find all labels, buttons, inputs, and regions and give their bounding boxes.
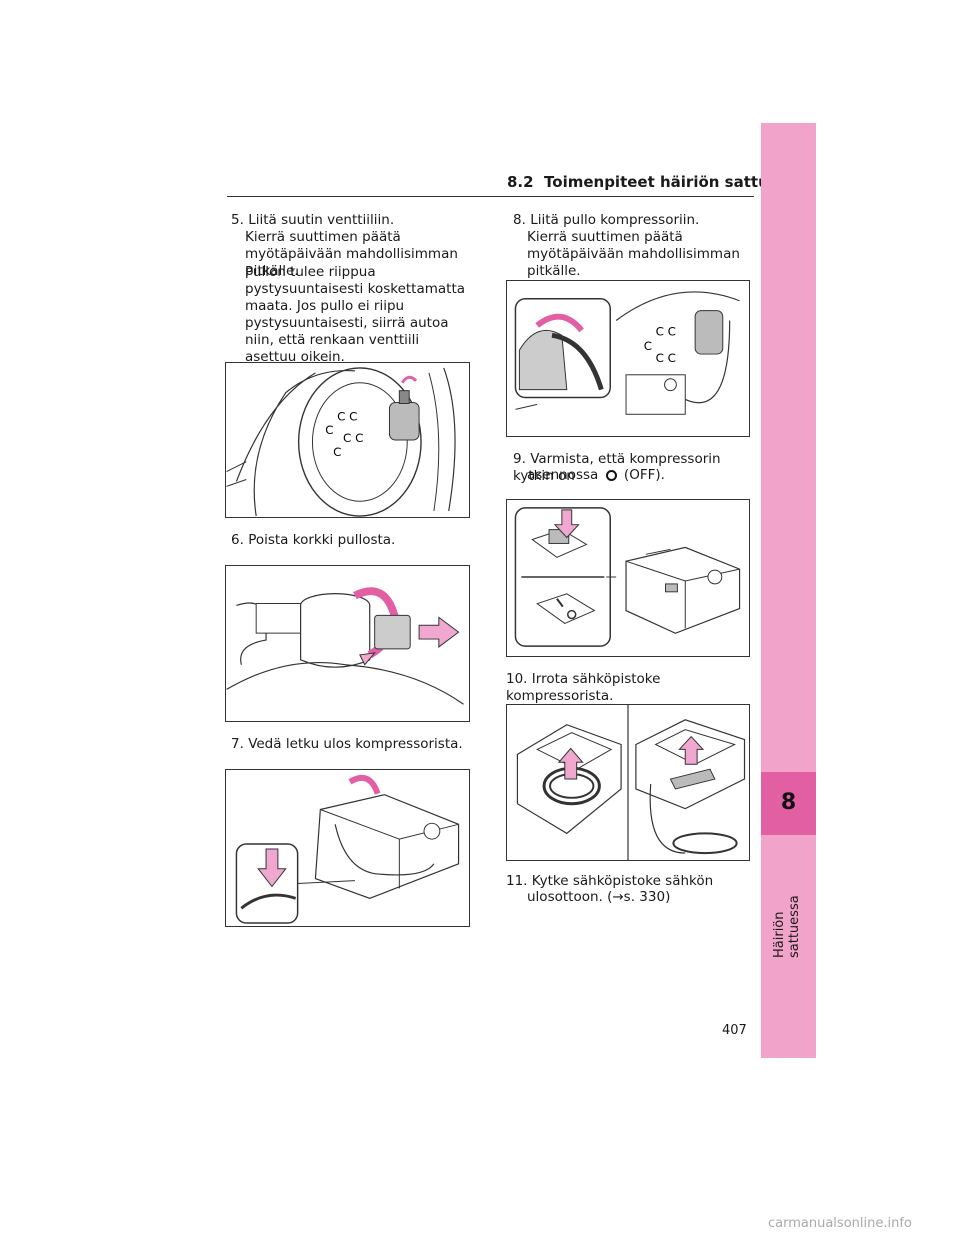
figure-bottle-on-tire: C C C C C C bbox=[225, 362, 470, 518]
step-7-title: 7. Vedä letku ulos kompressorista. bbox=[231, 736, 463, 752]
header-rule bbox=[227, 196, 754, 197]
svg-text:C C: C C bbox=[656, 351, 676, 365]
step-11-title-cont: ulosottoon. (→s. 330) bbox=[527, 889, 671, 905]
watermark: carmanualsonline.info bbox=[768, 1216, 912, 1231]
figure-connect-bottle: C C C C C bbox=[506, 280, 750, 437]
bottle-cap-illustration bbox=[226, 587, 464, 705]
svg-text:C: C bbox=[333, 445, 341, 459]
step-9-title-cont: asennossa (OFF). bbox=[527, 467, 665, 483]
compressor-hose-illustration bbox=[235, 775, 460, 924]
step-6-title: 6. Poista korkki pullosta. bbox=[231, 532, 396, 548]
step-11-title: 11. Kytke sähköpistoke sähkön bbox=[506, 873, 714, 889]
section-title: Toimenpiteet häiriön sattuessa bbox=[544, 173, 807, 191]
svg-text:C: C bbox=[325, 423, 333, 437]
svg-text:C C: C C bbox=[656, 324, 676, 338]
step-5-title: 5. Liitä suutin venttiiliin. bbox=[231, 212, 395, 228]
chapter-side-tab bbox=[761, 123, 816, 1058]
figure-unplug-cord bbox=[506, 704, 750, 861]
step-5-para-1: Kierrä suuttimen päätä myötäpäivään mahd… bbox=[245, 229, 458, 279]
compressor-switch-illustration bbox=[514, 507, 741, 647]
figure-remove-cap bbox=[225, 565, 470, 722]
step-10-title: 10. Irrota sähköpistoke kompressorista. bbox=[506, 671, 661, 704]
page-number: 407 bbox=[722, 1023, 747, 1038]
svg-text:C C: C C bbox=[343, 431, 363, 445]
chapter-title: Häiriön sattuessa bbox=[772, 895, 802, 958]
svg-text:C: C bbox=[644, 339, 652, 353]
figure-switch-off bbox=[506, 499, 750, 657]
unplug-illustration bbox=[516, 705, 746, 860]
figure-pull-hose bbox=[225, 769, 470, 927]
step-5-para-2: Pullon tulee riippua pystysuuntaisesti k… bbox=[245, 264, 466, 365]
tire-illustration: C C C C C C bbox=[226, 367, 456, 517]
svg-text:C C: C C bbox=[337, 409, 357, 423]
step-8-title: 8. Liitä pullo kompressoriin. bbox=[513, 212, 700, 228]
step-8-para-1: Kierrä suuttimen päätä myötäpäivään mahd… bbox=[527, 229, 740, 279]
step-9-title: 9. Varmista, että kompressorin kytkin on bbox=[513, 451, 721, 484]
section-number: 8.2 bbox=[507, 173, 534, 191]
off-symbol-icon bbox=[605, 470, 617, 481]
bottle-compressor-illustration: C C C C C bbox=[514, 291, 740, 415]
section-header: 8.2 Toimenpiteet häiriön sattuessa bbox=[507, 173, 807, 191]
chapter-number: 8 bbox=[780, 790, 797, 815]
chapter-number-block bbox=[761, 772, 816, 835]
